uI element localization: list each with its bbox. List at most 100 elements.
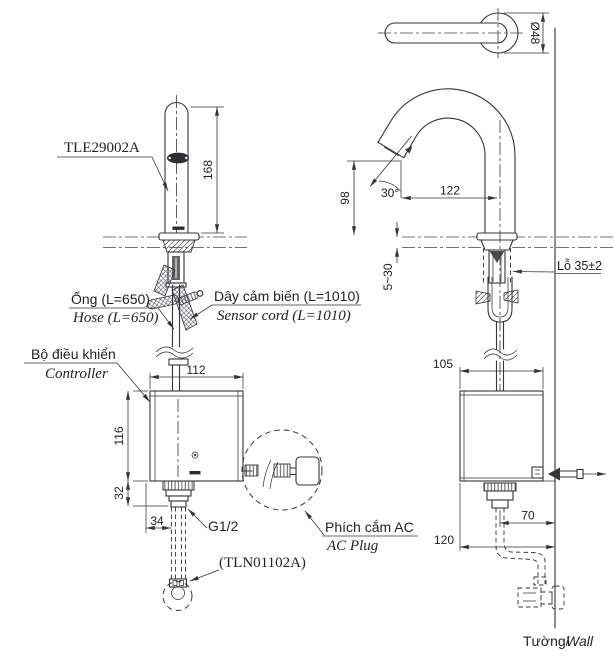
dim-122-text: 122 [440,184,460,198]
stop-valve-circle [162,581,193,611]
dim-spout-reach: 122 [400,160,497,201]
dim-base-diameter: Ø48 [504,12,549,54]
dim-controller-width: 112 [149,363,244,389]
ac-plug-label: Phích cắm AC AC Plug [304,510,418,554]
pipe-coupling [168,358,189,366]
supply-pipe-dashed-2 [503,508,546,584]
dim-5-30-text: 5~30 [381,263,395,290]
sensor-cord-connector [177,290,204,306]
product-label: TLE29002A [57,140,169,192]
dim-supply-wall-offset: 70 [499,509,555,527]
sensor-highlight-right [185,156,188,160]
hole-label: Lỗ 35±2 [512,258,602,274]
dim-spout-height: 168 [191,106,224,234]
detail-balloon-circle [241,429,323,511]
dim-controller-height: 116 [112,390,148,482]
dim-34-text: 34 [150,514,164,528]
outlet-nipple [170,500,187,508]
gooseneck-outer [377,88,516,238]
u-bracket-inner [491,277,509,318]
ac-plug-label-vi: Phích cắm AC [325,519,414,535]
hose-label-vi: Ống (L=650) [71,290,150,307]
dim-spout-angle: 30° [369,135,412,200]
deck-flange-front [158,232,200,241]
wing-nut-left [475,290,491,305]
product-code-text: TLE29002A [64,140,140,156]
wall-anchor-dot [552,471,559,477]
controller-slot [189,471,201,475]
plug-tip [576,468,584,480]
wall-stop-valve [517,576,565,610]
pipe-break-front [155,346,194,354]
hose-label-en: Hose (L=650) [72,310,159,326]
spout-face [377,141,405,159]
wall-label-vi: Tường/ [523,633,570,649]
controller-side-view: 105 70 120 [433,357,606,649]
outlet-nipple-side [491,499,509,509]
sensor-label-vi: Dây cảm biến (L=1010) [214,288,360,304]
controller-led [191,451,199,459]
controller-box-front [149,390,244,482]
outlet-hexnut [165,489,192,497]
dim-98-text: 98 [338,191,352,205]
dim-112-text: 112 [186,363,205,377]
outlet-hexnut-side [486,490,514,501]
side-view: 98 122 30° 5~30 Lỗ 35±2 [338,27,614,629]
flange-skirt-side [480,239,514,251]
faucet-spout-front [164,102,189,234]
hose-label: Ống (L=650) Hose (L=650) [69,290,175,330]
supply-pipe-dashed-1 [495,508,539,584]
dim-105-text: 105 [433,357,453,371]
dim-116-text: 116 [112,426,126,445]
dim-deck-thickness: 5~30 [381,222,400,291]
outlet-locknut-side [483,482,517,492]
dim-168-text: 168 [201,160,215,180]
ac-plug-label-en: AC Plug [326,538,379,554]
sensor-highlight-left [168,156,171,160]
pipe-break-front2 [155,351,194,359]
wall-label: Tường/ Wall [523,633,594,649]
pipe-break-side2 [483,353,518,361]
plug-body [273,463,291,478]
dim-30-text: 30° [381,186,399,200]
dim-48-text: Ø48 [528,22,542,45]
thread-label: G1/2 [187,508,239,534]
controller-label-en: Controller [45,366,108,382]
deck-flange-side [476,232,518,241]
dim-70-text: 70 [521,509,535,523]
outlet-locknut [162,480,195,491]
wall-label-en: Wall [566,633,594,649]
outlet-hexnut2 [168,495,189,502]
pipe-break-side [483,348,518,356]
stop-valve-code-text: (TLN01102A) [219,555,306,571]
spout-face-inner [383,146,400,157]
controller-led-dot [193,453,197,457]
controller-front-view: Bộ điều khiển Controller 112 116 [24,346,306,611]
valve-connector [168,578,188,588]
dim-controller-depth: 105 [433,357,544,389]
dim-32-text: 32 [112,486,126,500]
controller-label-vi: Bộ điều khiển [31,346,116,362]
plug-adapter [295,456,320,486]
dim-120-text: 120 [434,533,454,547]
thread-size-text: G1/2 [208,518,239,534]
wing-nut-right [503,289,519,304]
cord-connector [244,464,259,477]
controller-box-side [459,390,544,482]
hose-band-lower [171,284,198,331]
top-view: Ø48 [378,8,549,58]
flange-skirt-front [162,239,196,253]
spout-base-mark [172,226,185,230]
power-outlet [531,466,544,479]
ac-plug-detail: Phích cắm AC AC Plug [241,429,418,554]
stop-valve-label: (TLN01102A) [189,555,306,582]
controller-label: Bộ điều khiển Controller [24,346,151,403]
hose-band-upper [153,264,176,297]
gooseneck-inner [403,117,486,238]
dim-outlet-offset: 34 [145,483,171,533]
dim-controller-wall-offset: 120 [434,483,555,551]
sensor-cord-label: Dây cảm biến (L=1010) Sensor cord (L=101… [189,288,361,324]
stop-valve-body [171,586,185,600]
